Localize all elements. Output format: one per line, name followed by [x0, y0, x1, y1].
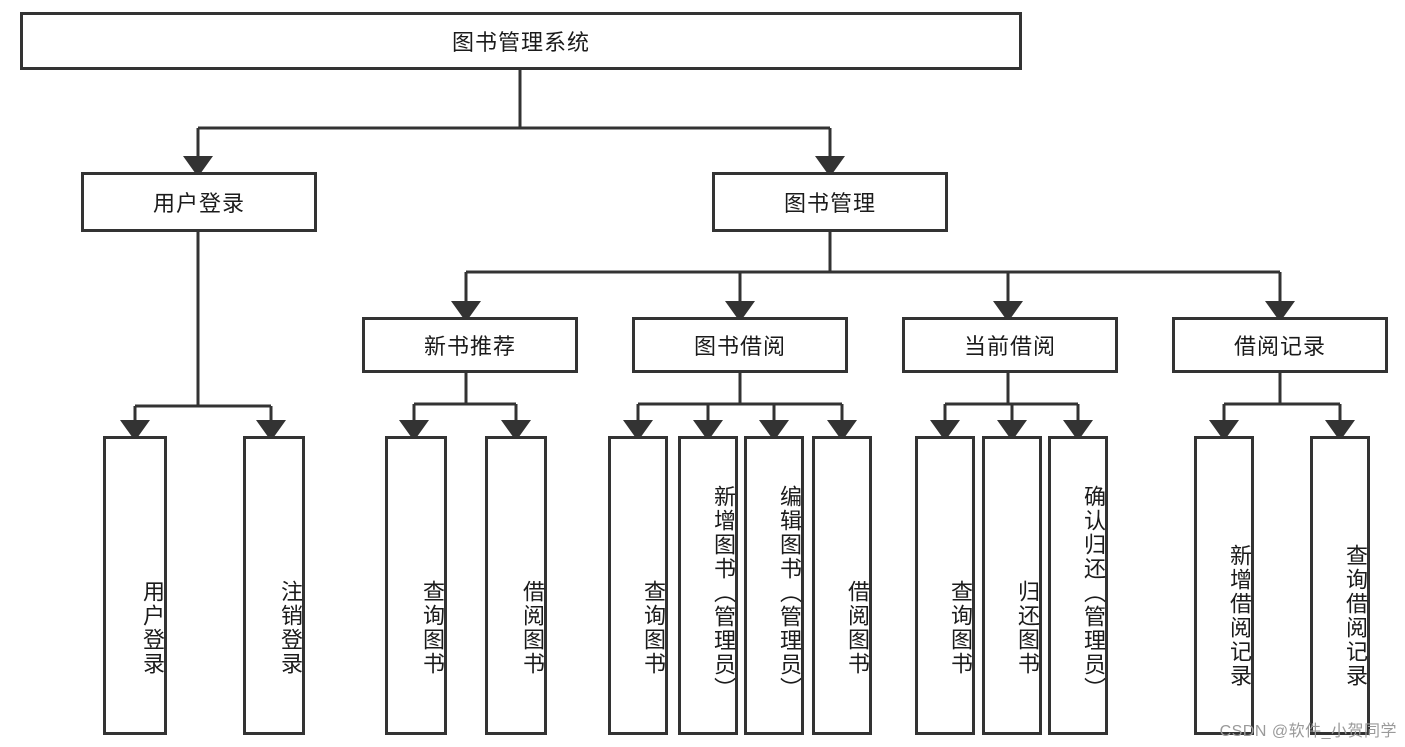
node-leaf-borrow-add-book[interactable]: 新增图书（管理员） [678, 436, 738, 735]
node-leaf-borrow-edit-book[interactable]: 编辑图书（管理员） [744, 436, 804, 735]
node-leaf-record-add[interactable]: 新增借阅记录 [1194, 436, 1254, 735]
node-leaf-newbook-borrow[interactable]: 借阅图书 [485, 436, 547, 735]
watermark: CSDN @软件_小贺同学 [1219, 723, 1397, 740]
node-leaf-current-confirm-return[interactable]: 确认归还（管理员） [1048, 436, 1108, 735]
node-leaf-user-logout[interactable]: 注销登录 [243, 436, 305, 735]
node-group-current-borrow[interactable]: 当前借阅 [902, 317, 1118, 373]
node-leaf-newbook-query[interactable]: 查询图书 [385, 436, 447, 735]
node-leaf-record-query[interactable]: 查询借阅记录 [1310, 436, 1370, 735]
node-root[interactable]: 图书管理系统 [20, 12, 1022, 70]
node-leaf-user-login[interactable]: 用户登录 [103, 436, 167, 735]
node-group-book-borrow[interactable]: 图书借阅 [632, 317, 848, 373]
node-leaf-current-return[interactable]: 归还图书 [982, 436, 1042, 735]
node-leaf-current-query[interactable]: 查询图书 [915, 436, 975, 735]
node-leaf-borrow-query[interactable]: 查询图书 [608, 436, 668, 735]
node-book-management[interactable]: 图书管理 [712, 172, 948, 232]
node-leaf-borrow-borrow-book[interactable]: 借阅图书 [812, 436, 872, 735]
node-user-login[interactable]: 用户登录 [81, 172, 317, 232]
node-group-new-book[interactable]: 新书推荐 [362, 317, 578, 373]
node-group-borrow-record[interactable]: 借阅记录 [1172, 317, 1388, 373]
